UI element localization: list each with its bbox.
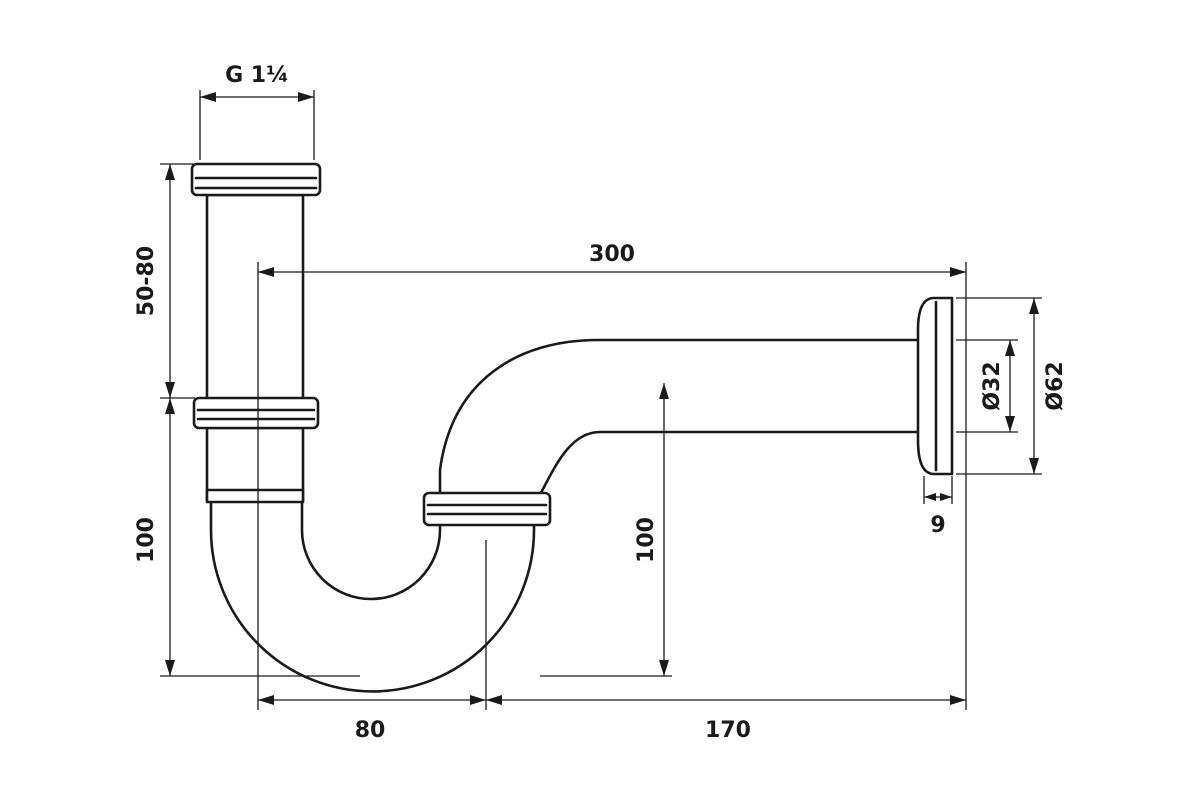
- dimension-labels: G 1¼ 50-80 100 300 100 80 170 9 Ø32 Ø62: [134, 63, 1068, 743]
- upper-tube: [205, 193, 305, 402]
- dimension-lines: [160, 90, 1042, 710]
- right-nut: [422, 491, 552, 527]
- centerlines: [257, 270, 925, 645]
- dim-label-right-drop-height: 100: [634, 517, 659, 563]
- dim-label-stub-height: 50-80: [134, 246, 159, 316]
- dim-label-thread: G 1¼: [225, 63, 289, 88]
- bend-collar: [205, 488, 305, 504]
- top-nut: [190, 162, 322, 197]
- lower-tube: [205, 426, 305, 502]
- dim-label-tail-length: 300: [589, 242, 635, 267]
- dim-label-pipe-diameter: Ø32: [980, 361, 1005, 410]
- trap-centerline: [257, 270, 925, 645]
- siphon-body: [190, 162, 954, 693]
- dim-label-trap-width: 80: [355, 718, 386, 743]
- dim-label-bottom-left-height: 100: [134, 517, 159, 563]
- dim-label-rosette-diameter: Ø62: [1043, 361, 1068, 410]
- dim-label-outlet-length: 170: [705, 718, 751, 743]
- middle-nut: [192, 396, 320, 430]
- dim-label-rosette-thickness: 9: [930, 513, 945, 538]
- u-bend-and-outlet-arm: [209, 338, 922, 693]
